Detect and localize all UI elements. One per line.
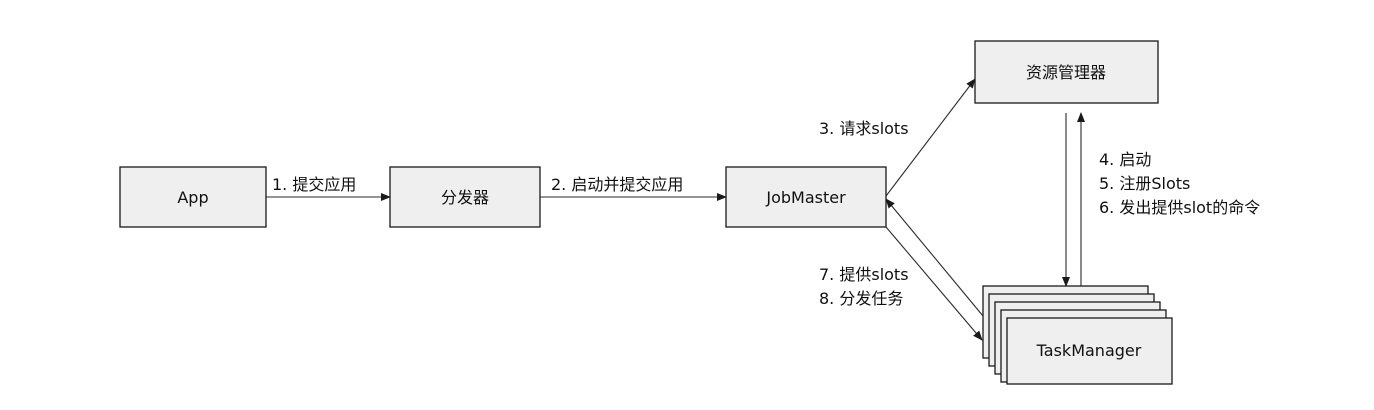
edge-tm-jm-label-line: 7. 提供slots	[819, 265, 909, 284]
resource-manager-node-label: 资源管理器	[1026, 63, 1106, 82]
edge-app-to-dispatcher: 1. 提交应用	[266, 175, 391, 201]
taskmanager-stack: TaskManager	[982, 285, 1173, 385]
app-node-label: App	[177, 188, 208, 207]
edge-taskmanager-to-jobmaster	[885, 198, 984, 317]
taskmanager-node	[1006, 317, 1173, 385]
edge-jobmaster-to-resource-manager: 3. 请求slots	[819, 78, 976, 197]
edge-rm-tm-label: 4. 启动 5. 注册Slots 6. 发出提供slot的命令	[1099, 150, 1260, 217]
edge-rm-tm-label-line: 5. 注册Slots	[1099, 174, 1190, 193]
jobmaster-node: JobMaster	[725, 166, 887, 228]
edge-jobmaster-to-taskmanager	[885, 226, 983, 341]
edge-start-submit-label: 2. 启动并提交应用	[551, 175, 683, 194]
app-node: App	[119, 166, 267, 228]
dispatcher-node-label: 分发器	[441, 188, 489, 207]
edges-resource-manager-taskmanager: 4. 启动 5. 注册Slots 6. 发出提供slot的命令	[1062, 112, 1260, 287]
resource-manager-node: 资源管理器	[974, 40, 1159, 104]
edge-rm-tm-label-line: 6. 发出提供slot的命令	[1099, 198, 1260, 217]
edge-tm-jm-label: 7. 提供slots 8. 分发任务	[819, 265, 914, 308]
edge-submit-label: 1. 提交应用	[272, 175, 356, 194]
edges-taskmanager-jobmaster: 7. 提供slots 8. 分发任务	[819, 198, 984, 341]
taskmanager-node-label: TaskManager	[1036, 341, 1142, 360]
dispatcher-node: 分发器	[389, 166, 541, 228]
edge-dispatcher-to-jobmaster: 2. 启动并提交应用	[540, 175, 727, 201]
edge-rm-tm-label-line: 4. 启动	[1099, 150, 1151, 169]
edge-tm-jm-label-line: 8. 分发任务	[819, 289, 903, 308]
edge-request-slots-label: 3. 请求slots	[819, 119, 909, 138]
jobmaster-node-label: JobMaster	[765, 188, 846, 207]
